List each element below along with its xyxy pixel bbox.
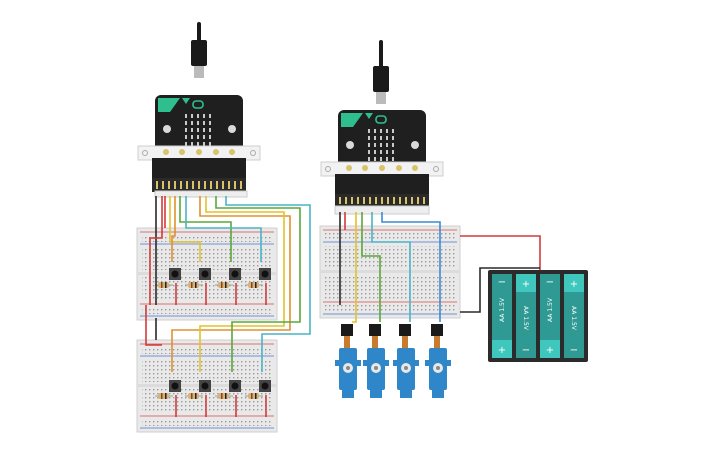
resistor[interactable] [215,393,233,399]
usb-cable-icon [191,22,207,78]
battery-cell: − + AA 1.5V [516,274,536,358]
wire-red [460,235,541,272]
servo-motor[interactable] [425,324,451,398]
button-a[interactable] [346,141,354,149]
wire-yellow [352,212,357,323]
pushbutton[interactable] [199,380,211,392]
battery-label: AA 1.5V [547,297,554,322]
wire-green [361,212,381,322]
pushbutton[interactable] [169,380,181,392]
microbit-logo-accent [158,98,180,112]
wire-black [460,267,540,313]
wire-teal [225,196,311,372]
battery-label: AA 1.5V [570,306,577,331]
wire-yellow [199,196,285,372]
servo-motor[interactable] [363,324,389,398]
wire-green [215,196,301,372]
led-matrix [368,129,394,161]
wire-red [145,305,162,346]
pushbutton[interactable] [259,268,271,280]
button-b[interactable] [228,125,236,133]
battery-minus: − [570,345,578,356]
pushbutton[interactable] [199,268,211,280]
battery-plus: + [522,279,530,290]
button-a[interactable] [163,125,171,133]
microbit-left[interactable] [137,22,261,198]
breadboard-right[interactable] [319,225,461,319]
battery-plus: + [546,345,554,356]
resistor[interactable] [185,393,203,399]
wire-teal [185,196,262,262]
battery-minus: − [498,277,506,288]
resistor-group-bottom [155,393,263,399]
led-matrix [185,114,211,146]
battery-minus: − [522,345,530,356]
battery-label: AA 1.5V [522,306,529,331]
battery-plus: + [498,345,506,356]
pushbutton[interactable] [229,380,241,392]
pushbutton[interactable] [259,380,271,392]
resistor[interactable] [215,282,233,288]
resistor[interactable] [155,282,173,288]
wire-green [179,196,232,262]
wire-orange [171,196,176,262]
usb-cable-icon [373,40,389,104]
wire-yellow [169,196,201,262]
resistor-group-top [155,282,263,288]
battery-cell: + − AA 1.5V [492,274,512,358]
pushbutton[interactable] [169,268,181,280]
battery-minus: − [546,277,554,288]
microbit-right[interactable] [320,40,444,215]
wire-red [149,196,163,305]
wire-orange [171,196,291,372]
wire-blue [381,212,441,322]
resistor[interactable] [185,282,203,288]
pushbutton-group-top [169,268,271,280]
battery-cell: + − AA 1.5V [540,274,560,358]
battery-label: AA 1.5V [499,297,506,322]
battery-pack[interactable]: + − AA 1.5V − + AA 1.5V + − AA 1.5V − + … [488,270,588,362]
wire-teal [371,212,411,322]
pushbutton-group-bottom [169,380,271,392]
pushbutton[interactable] [229,268,241,280]
resistor[interactable] [155,393,173,399]
button-b[interactable] [411,141,419,149]
servo-motor[interactable] [393,324,419,398]
battery-plus: + [570,279,578,290]
servo-motor[interactable] [335,324,361,398]
battery-cell: − + AA 1.5V [564,274,584,358]
resistor[interactable] [245,393,263,399]
servo-group [335,324,451,398]
wires-left [145,196,311,417]
wires-right [339,212,541,323]
resistor[interactable] [245,282,263,288]
